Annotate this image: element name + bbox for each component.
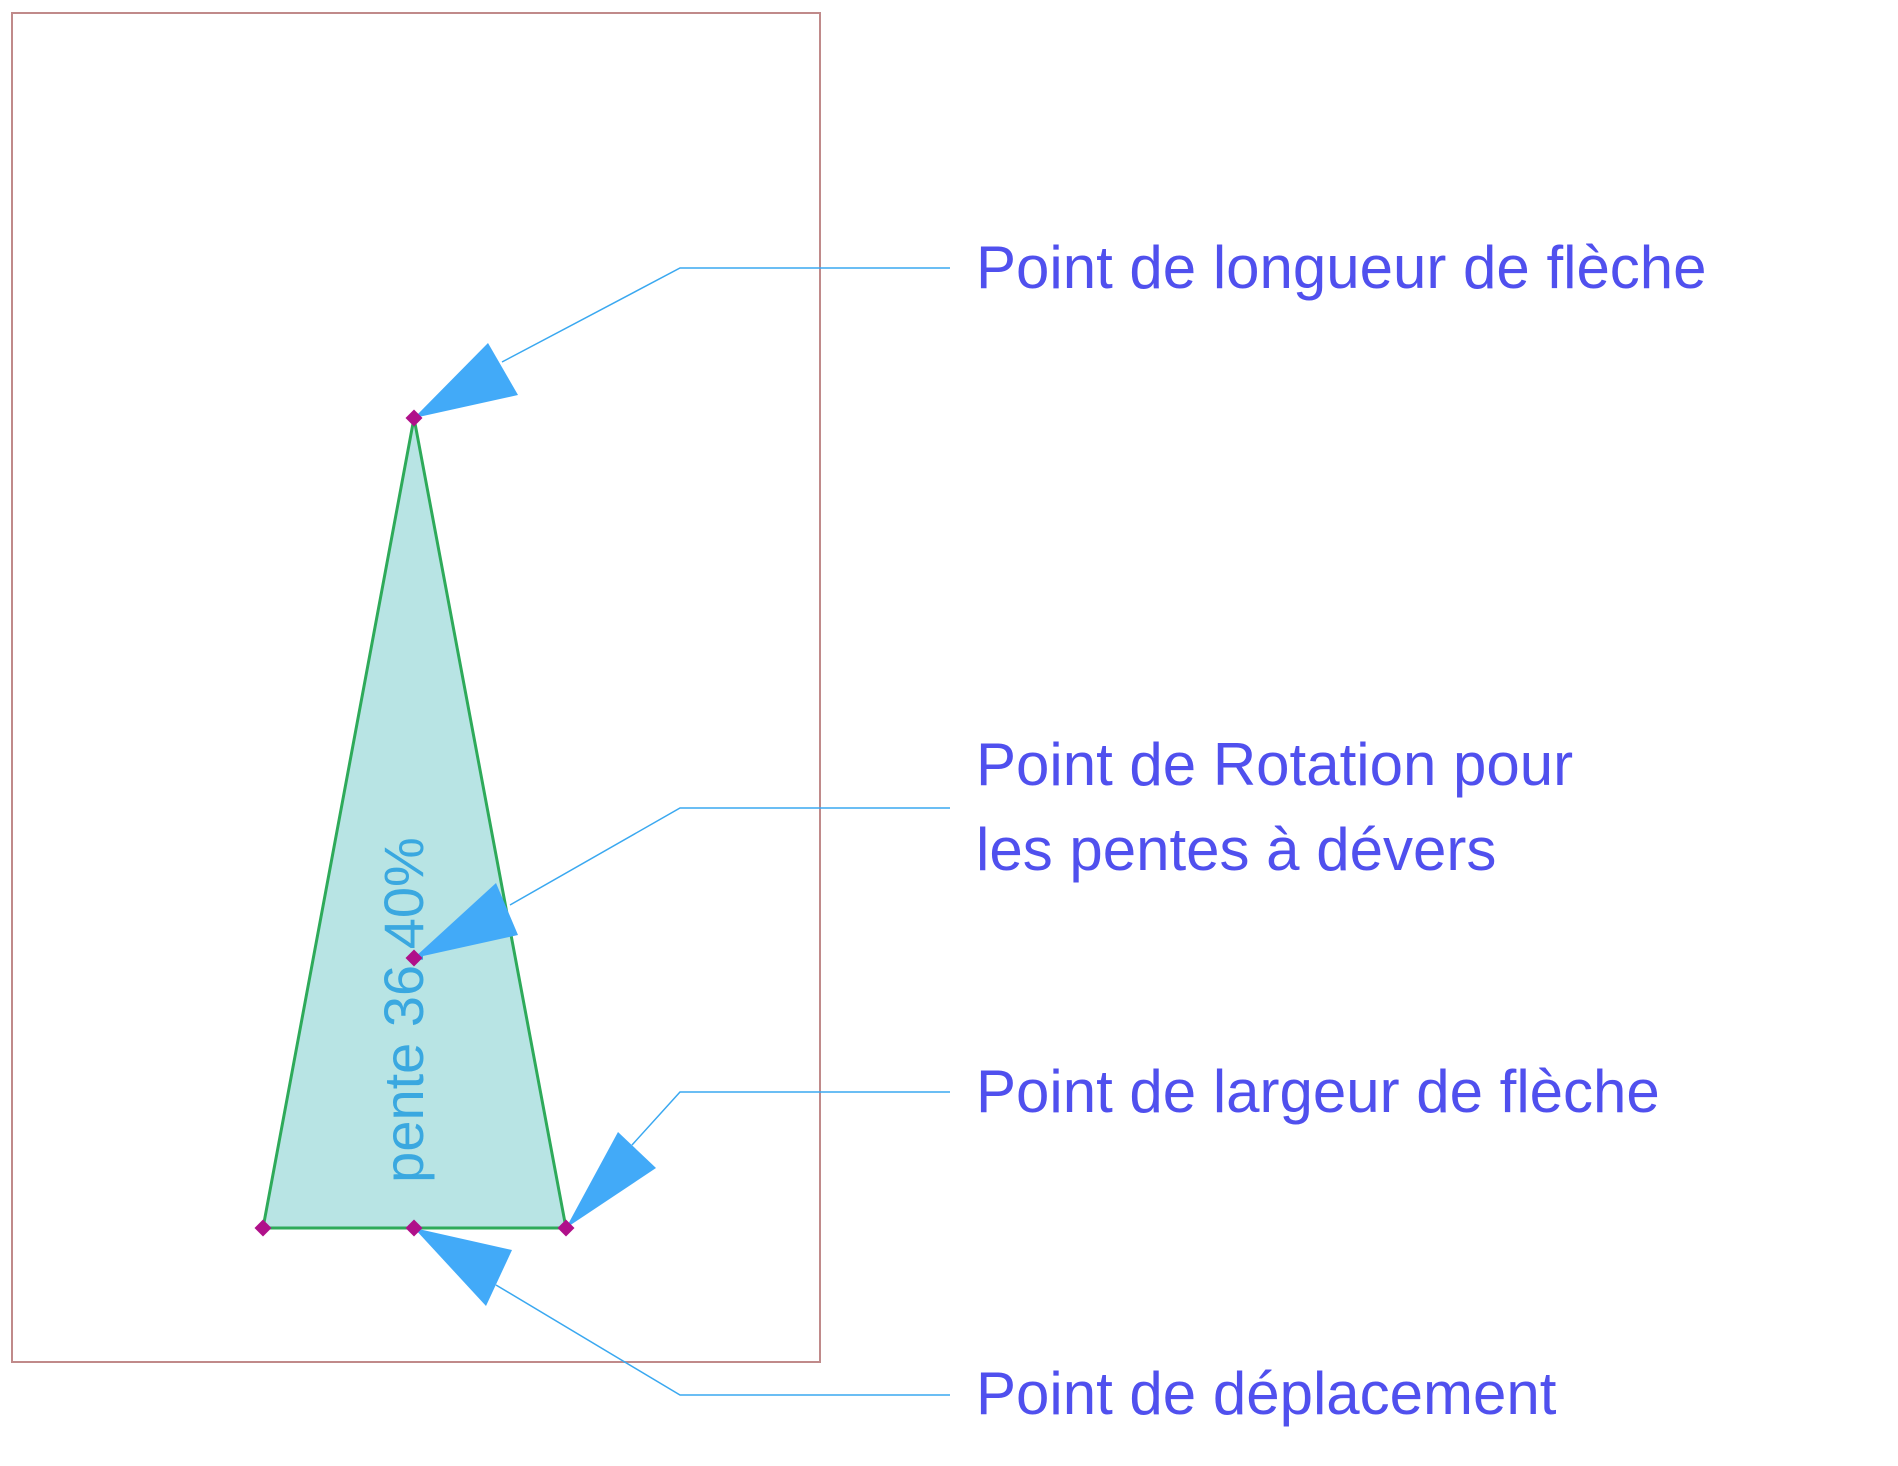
callout-move-point: Point de déplacement bbox=[976, 1360, 1557, 1427]
leader-line-width bbox=[631, 1091, 950, 1146]
drawing-frame bbox=[11, 12, 821, 1363]
grip-length-point[interactable] bbox=[405, 409, 423, 427]
arrowhead-rotation bbox=[414, 883, 518, 958]
arrowheads bbox=[414, 343, 656, 1306]
leader-line-move bbox=[495, 1284, 950, 1396]
callout-length-point: Point de longueur de flèche bbox=[976, 234, 1707, 301]
grip-rotation-point[interactable] bbox=[405, 949, 423, 967]
arrowhead-width bbox=[566, 1132, 656, 1228]
slope-label: pente 36.40% bbox=[372, 837, 435, 1183]
callout-rotation-point-line1: Point de Rotation pour bbox=[976, 731, 1573, 798]
leader-lines bbox=[495, 267, 950, 1396]
arrowhead-move bbox=[414, 1228, 512, 1306]
callout-width-point: Point de largeur de flèche bbox=[976, 1058, 1660, 1125]
callout-rotation-point-line2: les pentes à dévers bbox=[976, 816, 1496, 883]
leader-line-length bbox=[501, 267, 950, 363]
grip-points bbox=[254, 409, 575, 1237]
leader-line-rotation bbox=[509, 807, 950, 906]
arrowhead-length bbox=[414, 343, 518, 418]
grip-width-point[interactable] bbox=[557, 1219, 575, 1237]
